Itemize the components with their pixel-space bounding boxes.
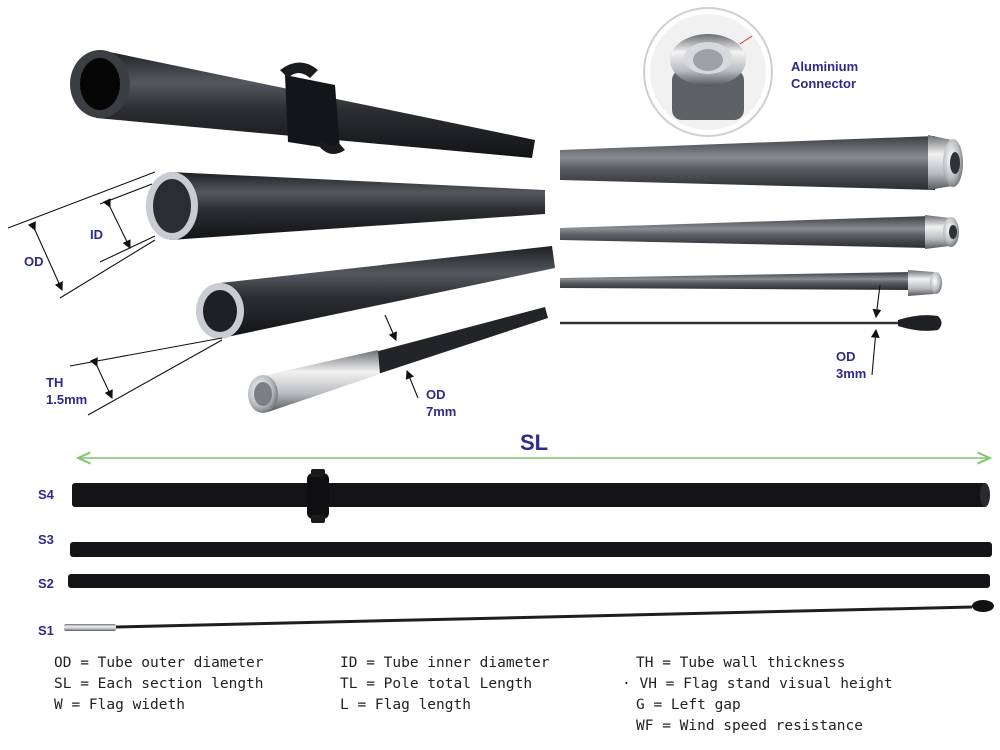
legend-item: G = Left gap (636, 697, 741, 713)
right-tube-2 (560, 215, 959, 249)
tube-large-with-clamp (70, 50, 535, 158)
connector-label-line2: Connector (791, 76, 856, 91)
sl-label: SL (520, 430, 549, 455)
section-s4 (72, 469, 990, 523)
legend-item: W = Flag wideth (54, 697, 185, 713)
od-3mm-label: OD 3mm (836, 348, 866, 382)
legend-item: TH = Tube wall thickness (636, 655, 846, 671)
right-rod-thin (560, 315, 942, 331)
legend-item: · VH = Flag stand visual height (622, 676, 893, 692)
section-label-s3: S3 (38, 532, 54, 547)
dimension-lines (7, 171, 419, 416)
id-label: ID (90, 227, 103, 242)
th-label-name: TH (46, 375, 64, 390)
section-s1 (64, 600, 994, 631)
legend-item: WF = Wind speed resistance (636, 718, 863, 734)
od-label: OD (24, 254, 44, 269)
legend-item: OD = Tube outer diameter (54, 655, 264, 671)
legend-item: TL = Pole total Length (340, 676, 533, 692)
legend-item: ID = Tube inner diameter (340, 655, 550, 671)
connector-label-line1: Aluminium (791, 59, 859, 74)
legend-item: L = Flag length (340, 697, 471, 713)
legend-column-2: ID = Tube inner diameter TL = Pole total… (340, 653, 550, 716)
right-tubes (560, 135, 963, 376)
od-7mm-label-name: OD (426, 387, 446, 402)
th-label-value: 1.5mm (46, 392, 88, 407)
od3-arrows (870, 284, 882, 376)
th-label: TH 1.5mm (46, 374, 87, 408)
section-s3 (70, 542, 992, 557)
legend-column-1: OD = Tube outer diameter SL = Each secti… (54, 653, 264, 716)
od-7mm-label-value: 7mm (426, 404, 457, 419)
section-label-s1: S1 (38, 623, 54, 638)
top-left-tubes (7, 50, 555, 416)
section-label-s4: S4 (38, 487, 54, 502)
section-label-s2: S2 (38, 576, 54, 591)
legend-column-3: TH = Tube wall thickness · VH = Flag sta… (622, 653, 893, 737)
legend-item: SL = Each section length (54, 676, 264, 692)
section-s2 (68, 574, 990, 588)
tube-medium (146, 172, 545, 240)
right-tube-3 (560, 270, 942, 296)
rod-with-metal-end (248, 307, 548, 413)
connector-closeup (643, 7, 773, 137)
od-3mm-label-name: OD (836, 349, 856, 364)
connector-label: Aluminium Connector (791, 58, 858, 92)
od-7mm-label: OD 7mm (426, 386, 456, 420)
tube-small (196, 246, 555, 339)
od-3mm-label-value: 3mm (836, 366, 867, 381)
right-tube-1 (560, 135, 963, 190)
